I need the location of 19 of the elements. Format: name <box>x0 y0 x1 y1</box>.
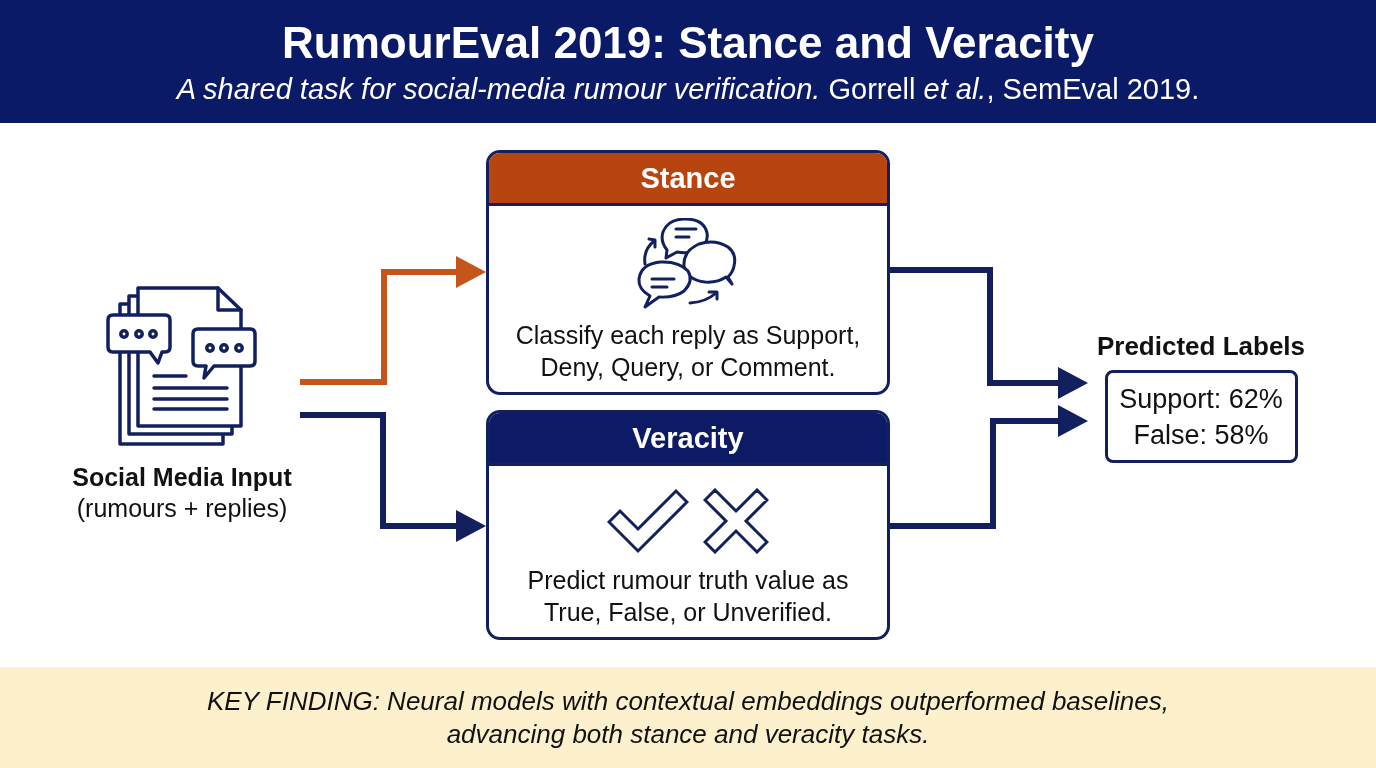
arrow <box>300 412 486 542</box>
input-title: Social Media Input <box>72 462 292 493</box>
task-description: Predict rumour truth value as True, False, or Unverified. <box>526 565 850 628</box>
task-description: Classify each reply as Support, Deny, Query, or Comment. <box>514 320 862 383</box>
arrow <box>890 267 1088 399</box>
diagram-title: RumourEval 2019: Stance and Veracity <box>282 17 1094 68</box>
output-heading: Predicted Labels <box>1096 331 1306 361</box>
task-heading: Veracity <box>489 413 887 466</box>
task-panel <box>486 150 890 395</box>
arrow <box>890 405 1088 529</box>
arrow <box>300 256 486 385</box>
task-heading: Stance <box>489 153 887 206</box>
task-panel <box>486 410 890 640</box>
output-value: Support: 62% <box>1119 382 1283 416</box>
finding-text: KEY FINDING: Neural models with contextual embeddings outperformed baselines, advancing both stance and veracity tasks. <box>206 684 1170 751</box>
diagram-caption: A shared task for social-media rumour verification. Gorrell et al., SemEval 2019. <box>176 71 1200 106</box>
finding-band <box>0 667 1376 768</box>
input-description: (rumours + replies) <box>76 493 288 524</box>
output-value: False: 58% <box>1133 418 1269 452</box>
